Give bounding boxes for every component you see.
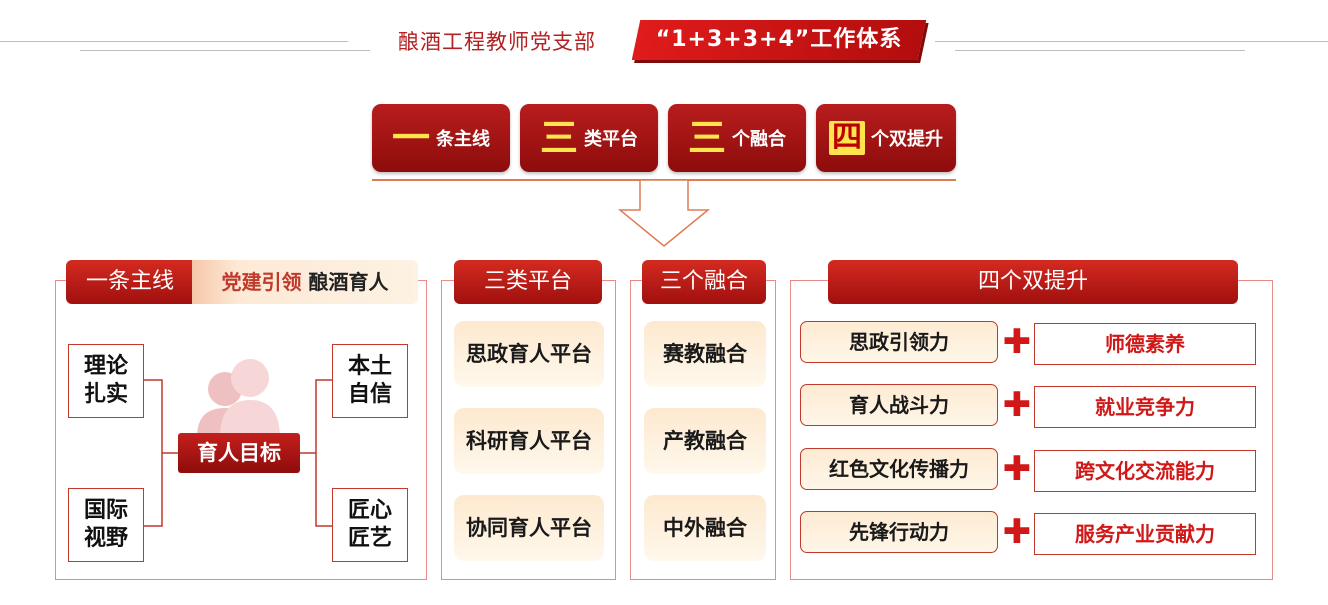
box-line: 扎实 (83, 382, 128, 407)
box-line: 自信 (347, 382, 392, 407)
title-rule-right (935, 41, 1328, 42)
top-item-number: 一 (391, 116, 430, 160)
goal-label: 育人目标 (178, 433, 300, 473)
platform-item: 思政育人平台 (454, 321, 604, 387)
title-rule-left (0, 41, 348, 42)
section-platforms-header: 三类平台 (454, 260, 602, 304)
box-line: 视野 (83, 526, 128, 551)
goal-box-theory: 理论 扎实 (68, 344, 144, 418)
top-item-label: 个双提升 (871, 129, 943, 150)
improvement-right: 跨文化交流能力 (1034, 450, 1256, 492)
integration-item: 产教融合 (644, 408, 766, 474)
top-item-integrations: 三 个融合 (668, 104, 806, 172)
top-item-label: 类平台 (584, 129, 638, 150)
subtitle-part1: 党建引领 (221, 270, 302, 294)
platform-item: 科研育人平台 (454, 408, 604, 474)
improvement-right: 就业竞争力 (1034, 386, 1256, 428)
goal-box-international: 国际 视野 (68, 488, 144, 562)
improvement-right: 师德素养 (1034, 323, 1256, 365)
goal-box-local: 本土 自信 (332, 344, 408, 418)
box-line: 匠心 (347, 498, 392, 523)
box-line: 国际 (83, 498, 128, 523)
integration-item: 中外融合 (644, 495, 766, 561)
subtitle-part2: 酿酒育人 (308, 270, 389, 294)
goal-box-craft: 匠心 匠艺 (332, 488, 408, 562)
improvement-right: 服务产业贡献力 (1034, 513, 1256, 555)
top-item-improvements: 四 个双提升 (816, 104, 956, 172)
plus-icon: ✚ (1002, 322, 1032, 362)
top-item-number: 三 (539, 116, 578, 160)
improvement-left: 育人战斗力 (800, 384, 998, 426)
section-main-line-header: 一条主线 (66, 260, 194, 304)
box-line: 本土 (347, 354, 392, 379)
improvement-left: 先锋行动力 (800, 511, 998, 553)
top-item-platforms: 三 类平台 (520, 104, 658, 172)
section-improvements-header: 四个双提升 (828, 260, 1238, 304)
section-main-line-subtitle: 党建引领 酿酒育人 (192, 260, 418, 304)
integration-item: 赛教融合 (644, 321, 766, 387)
plus-icon: ✚ (1002, 512, 1032, 552)
title-text: 酿酒工程教师党支部 (398, 30, 596, 54)
top-item-label: 条主线 (436, 129, 490, 150)
section-integrations-header: 三个融合 (642, 260, 766, 304)
plus-icon: ✚ (1002, 385, 1032, 425)
top-item-number: 四 (829, 121, 865, 155)
title-rule-right-2 (955, 50, 1245, 51)
title-rule-left-2 (80, 50, 370, 51)
platform-item: 协同育人平台 (454, 495, 604, 561)
plus-icon: ✚ (1002, 449, 1032, 489)
top-item-main-line: 一 条主线 (372, 104, 510, 172)
box-line: 理论 (83, 354, 128, 379)
top-item-number: 三 (687, 116, 726, 160)
box-line: 匠艺 (347, 526, 392, 551)
people-icon (197, 359, 280, 438)
improvement-left: 红色文化传播力 (800, 448, 998, 490)
top-item-label: 个融合 (732, 129, 786, 150)
improvement-left: 思政引领力 (800, 321, 998, 363)
